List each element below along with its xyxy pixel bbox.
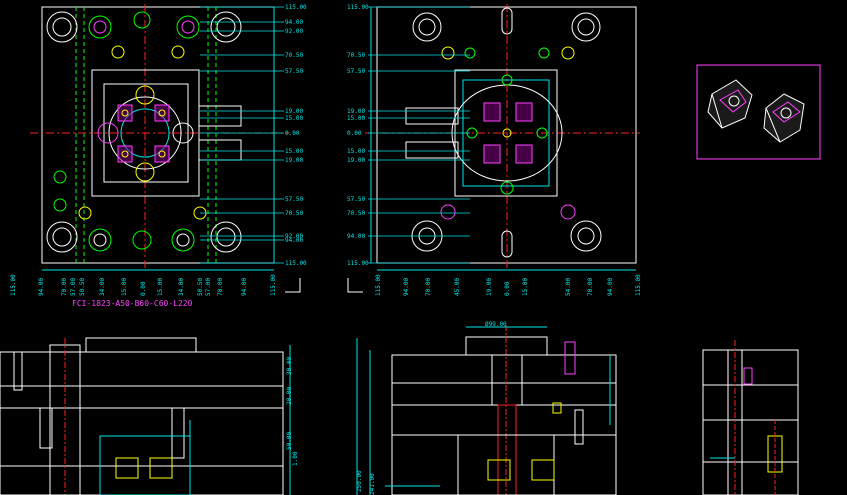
dimension-label: 115.00: [10, 274, 17, 296]
section1-dimensions: 30.00 20.00 50.001.00: [286, 357, 299, 466]
view2-bottom-dimensions: 115.00 94.00 70.00 45.00 19.00 0.00 15.00 54.00…: [375, 274, 642, 296]
dimension-label: 15.00: [121, 278, 128, 296]
dimension-label: 92.00: [285, 233, 303, 240]
dimension-label: 30.00: [286, 357, 293, 375]
dimension-label: 0.00: [347, 130, 362, 137]
dimension-label: 70.00: [61, 278, 68, 296]
dimension-label: 15.00: [522, 278, 529, 296]
dimension-label: 57.00: [70, 278, 77, 296]
dimension-label: 15.00: [347, 148, 365, 155]
dimension-label: 70.50: [347, 210, 365, 217]
dimension-label: 19.00: [285, 108, 303, 115]
dimension-label: 70.00: [217, 278, 224, 296]
dimension-label: 115.00: [347, 4, 369, 11]
dimension-label: 0.00: [285, 130, 300, 137]
dimension-label: 94.00: [241, 278, 248, 296]
dimension-label: Ø99.00: [485, 321, 507, 328]
dimension-label: 115.00: [270, 274, 277, 296]
section-view-2: [356, 325, 617, 495]
dimension-label: 19.00: [347, 108, 365, 115]
dimension-label: 0.00: [504, 281, 511, 296]
dimension-label: 241.00: [369, 473, 376, 495]
plan-view-1: [30, 4, 301, 293]
dimension-label: 19.00: [285, 157, 303, 164]
dimension-label: 15.00: [285, 148, 303, 155]
dimension-label: 57.00: [205, 278, 212, 296]
dimension-label: 94.00: [285, 237, 303, 244]
dimension-label: 57.50: [347, 68, 365, 75]
section-view-3: [702, 340, 799, 495]
dimension-label: 57.50: [285, 68, 303, 75]
dimension-label: 94.00: [403, 278, 410, 296]
dimension-label: 19.00: [347, 157, 365, 164]
section2-dimensions: Ø99.00 250.00 241.00: [356, 321, 507, 495]
dimension-label: 70.50: [285, 210, 303, 217]
view2-left-dimensions: 115.0070.5057.5019.0015.000.0015.0019.00…: [347, 4, 470, 267]
dimension-label: 94.00: [285, 19, 303, 26]
dimension-label: 45.00: [454, 278, 461, 296]
dimension-label: 115.00: [285, 4, 307, 11]
dimension-label: 94.00: [607, 278, 614, 296]
dimension-label: 115.00: [375, 274, 382, 296]
dimension-label: 115.00: [635, 274, 642, 296]
dimension-label: 57.50: [347, 196, 365, 203]
dimension-label: 70.50: [285, 52, 303, 59]
view1-right-dimensions: 115.0094.0092.0070.5057.5019.0015.000.00…: [200, 4, 307, 267]
dimension-label: 94.00: [347, 233, 365, 240]
dimension-label: 19.00: [486, 278, 493, 296]
part-number-caption: FCI-1823-A50-B60-C60-L220: [72, 299, 193, 308]
dimension-label: 0.00: [140, 281, 147, 296]
dimension-label: 15.00: [285, 115, 303, 122]
dimension-label: 115.00: [347, 260, 369, 267]
dimension-label: 15.00: [347, 115, 365, 122]
dimension-label: 50.00: [286, 432, 293, 450]
dimension-label: 15.00: [157, 278, 164, 296]
dimension-label: 34.00: [178, 278, 185, 296]
dimension-label: 70.50: [347, 52, 365, 59]
dimension-label: 115.00: [285, 260, 307, 267]
dimension-label: 34.00: [99, 278, 106, 296]
dimension-label: 50.50: [79, 278, 86, 296]
plan-view-2: [347, 4, 640, 293]
dimension-label: 70.00: [587, 278, 594, 296]
dimension-label: 94.00: [38, 278, 45, 296]
dimension-label: 250.00: [356, 470, 363, 492]
dimension-label: 70.00: [425, 278, 432, 296]
dimension-label: 92.00: [285, 28, 303, 35]
dimension-label: 20.00: [286, 387, 293, 405]
section-view-1: [0, 337, 291, 495]
dimension-label: 1.00: [292, 451, 299, 466]
mold-part-3d-preview-icon: [696, 64, 821, 160]
dimension-label: 57.50: [285, 196, 303, 203]
dimension-label: 50.50: [197, 278, 204, 296]
dimension-label: 54.00: [565, 278, 572, 296]
